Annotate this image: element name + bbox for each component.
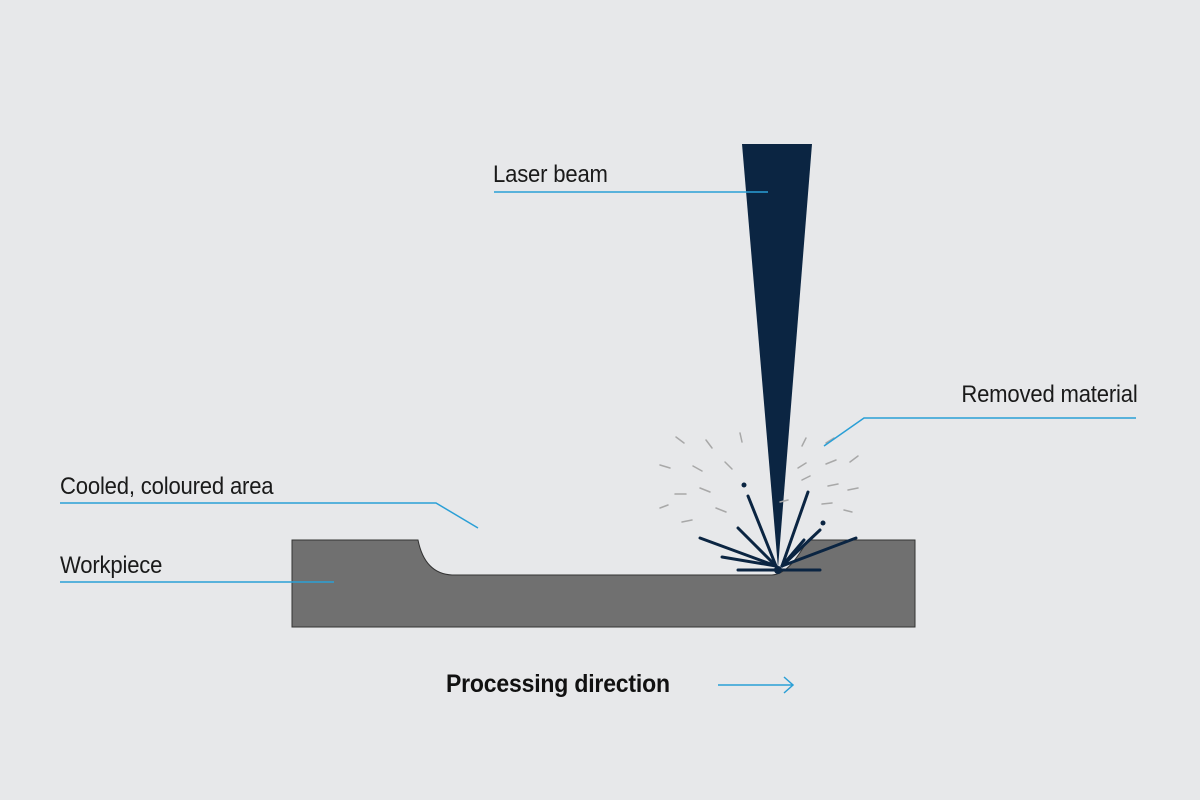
leader-lines xyxy=(60,191,1136,583)
workpiece-label: Workpiece xyxy=(60,552,163,579)
removed-material-label: Removed material xyxy=(961,381,1138,408)
ejected-particles xyxy=(698,490,858,572)
leader-removed-material xyxy=(823,417,1136,447)
dust-particles xyxy=(659,432,859,523)
laser-beam-label: Laser beam xyxy=(493,161,608,188)
laser-beam-shape xyxy=(742,144,812,568)
cooled-area-label: Cooled, coloured area xyxy=(60,473,274,500)
arrow-right-icon xyxy=(718,676,795,694)
particle-droplets xyxy=(741,482,826,574)
processing-direction-label: Processing direction xyxy=(446,670,670,698)
workpiece-shape xyxy=(291,539,916,628)
leader-cooled-area xyxy=(60,502,479,529)
